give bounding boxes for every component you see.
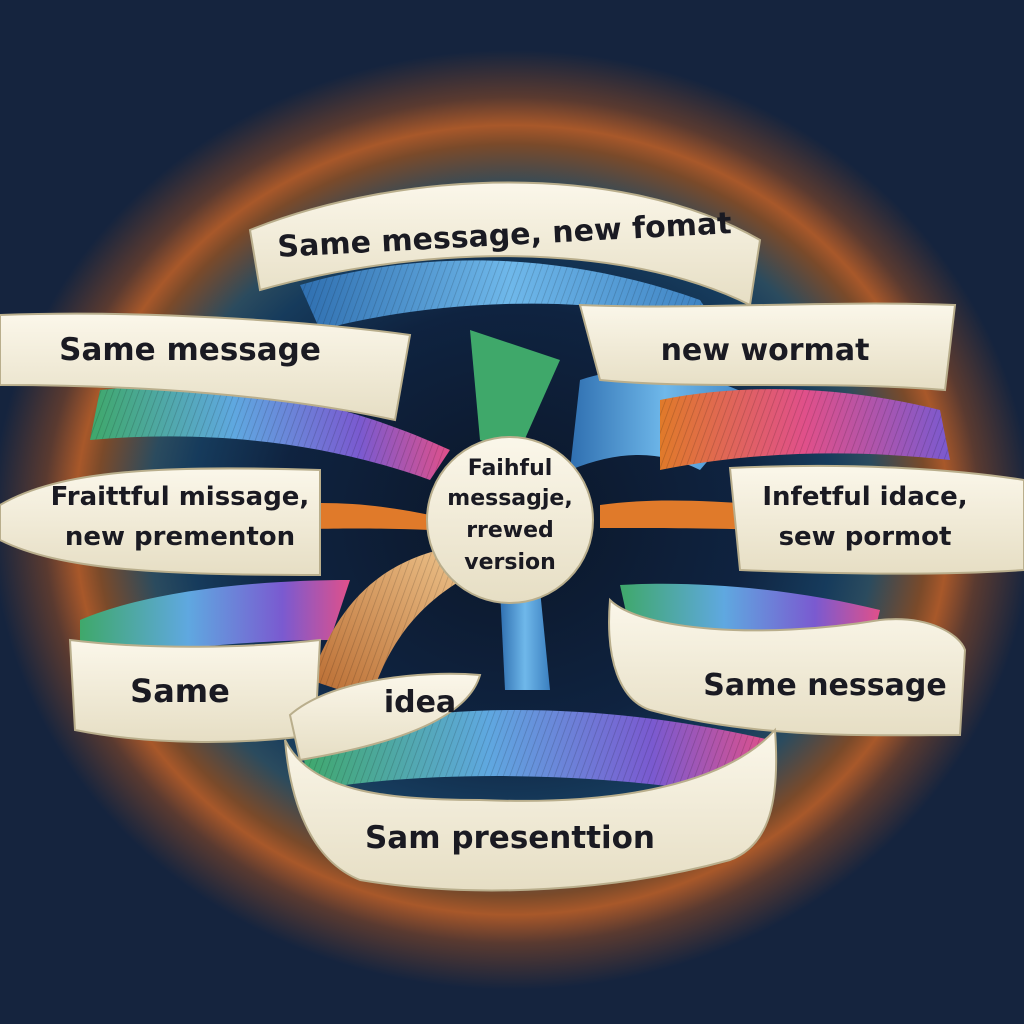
streamer-multi-bottom-lines bbox=[300, 710, 770, 800]
center-line1: Faihful bbox=[468, 456, 553, 481]
streamer-blue-stem bbox=[500, 590, 550, 690]
color-streamers bbox=[80, 260, 950, 800]
ribbon-right-middle-line2: sew pormot bbox=[779, 522, 952, 552]
ribbon-left-middle: Fraittful missage, new prementon bbox=[0, 467, 321, 577]
streamer-green-center bbox=[470, 330, 560, 450]
ribbon-lower-left-text: Same bbox=[130, 672, 230, 710]
ribbon-lower-right-text: Same nessage bbox=[703, 668, 946, 703]
ribbon-left-middle-line2: new prementon bbox=[65, 522, 295, 552]
center-line4: version bbox=[464, 550, 556, 575]
ribbon-left-upper-text: Same message bbox=[59, 332, 321, 368]
ribbon-bottom-text: Sam presenttion bbox=[365, 820, 655, 856]
ribbon-lower-center: idea bbox=[288, 672, 482, 762]
streamer-multi-lowerleft bbox=[80, 580, 350, 660]
streamer-blue-top-lines bbox=[300, 260, 720, 330]
streamer-warm-right-lines bbox=[660, 389, 950, 470]
ribbon-right-upper: new wormat bbox=[578, 302, 957, 392]
ribbon-top: Same message, new fomat bbox=[248, 181, 762, 307]
ribbon-right-upper-text: new wormat bbox=[661, 333, 870, 368]
ribbon-left-upper: Same message bbox=[0, 312, 412, 422]
ribbon-lower-right: Same nessage bbox=[608, 597, 967, 737]
center-circle: Faihful messagje, rrewed version bbox=[426, 436, 594, 604]
center-line3: rrewed bbox=[466, 518, 554, 543]
streamer-multi-left-lines bbox=[90, 386, 450, 480]
ribbon-left-middle-line1: Fraittful missage, bbox=[51, 482, 310, 512]
center-line2: messagje, bbox=[447, 486, 572, 511]
ribbon-right-middle: Infetful idace, sew pormot bbox=[728, 464, 1024, 575]
ribbon-right-middle-line1: Infetful idace, bbox=[762, 482, 967, 512]
streamer-tan-center-lines bbox=[310, 545, 480, 700]
streamer-orange-right bbox=[600, 500, 770, 530]
ribbon-lower-left: Same bbox=[68, 638, 322, 743]
ribbon-lower-center-text: idea bbox=[384, 685, 456, 720]
ribbon-bottom: Sam presenttion bbox=[284, 727, 778, 892]
